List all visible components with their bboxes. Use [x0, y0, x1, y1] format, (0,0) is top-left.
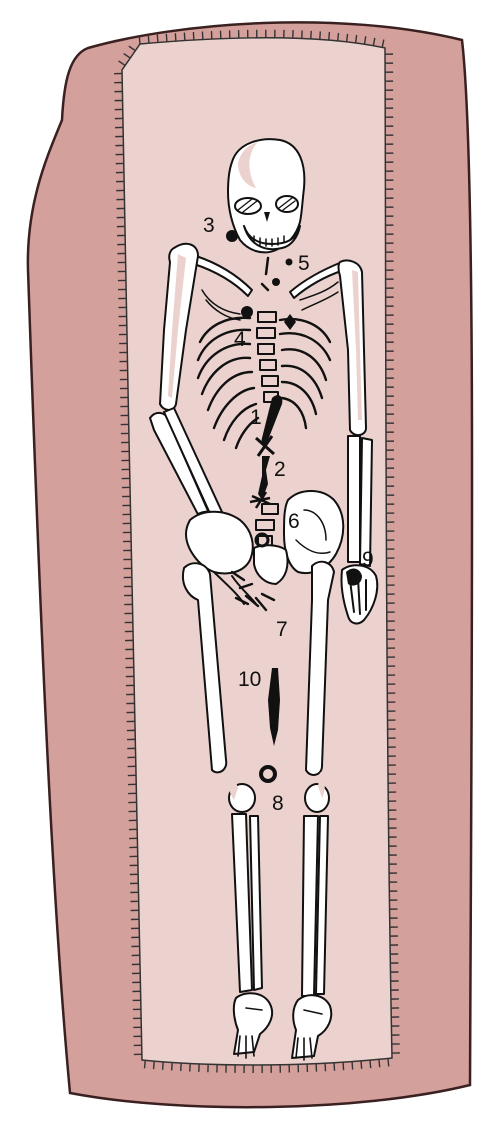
hachure-tick — [320, 31, 321, 39]
hachure-tick — [338, 33, 339, 41]
find-label-8: 8 — [272, 792, 284, 815]
find-label-6: 6 — [288, 510, 300, 533]
find-label-7: 7 — [276, 618, 288, 641]
find-5-bead — [286, 259, 293, 266]
left-radius — [348, 436, 360, 562]
find-4-bead — [241, 306, 253, 318]
hachure-tick — [379, 1059, 380, 1067]
hachure-tick — [154, 1061, 155, 1069]
hachure-tick — [163, 1062, 164, 1070]
hachure-tick — [347, 34, 348, 42]
left-patella — [305, 784, 329, 812]
hachure-tick — [157, 35, 158, 43]
skull — [228, 139, 304, 252]
hachure-tick — [148, 35, 149, 43]
hachure-tick — [352, 1062, 353, 1070]
find-label-10: 10 — [238, 668, 261, 691]
hachure-tick — [145, 1060, 146, 1068]
hachure-tick — [329, 32, 330, 40]
left-orbit — [276, 196, 298, 212]
find-label-4: 4 — [234, 328, 246, 351]
hachure-tick — [172, 1062, 173, 1070]
hachure-tick — [361, 1061, 362, 1069]
find-3-bead — [226, 230, 238, 242]
hachure-tick — [175, 33, 176, 41]
find-label-3: 3 — [203, 214, 215, 237]
find-label-2: 2 — [274, 458, 286, 481]
hachure-tick — [370, 1060, 371, 1068]
hachure-tick — [139, 36, 140, 44]
hachure-tick — [343, 1062, 344, 1070]
hachure-tick — [388, 1058, 389, 1066]
find-label-5: 5 — [298, 252, 310, 275]
hachure-tick — [184, 33, 185, 41]
left-ulna — [360, 438, 372, 566]
find-5-bead-b — [272, 278, 280, 286]
find-label-9: 9 — [362, 548, 374, 571]
find-label-1: 1 — [250, 406, 262, 429]
hachure-tick — [166, 34, 167, 42]
